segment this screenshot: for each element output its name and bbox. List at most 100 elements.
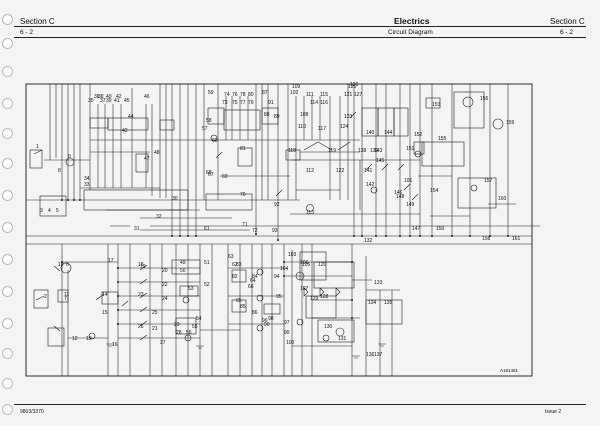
component-number: 43 [122,128,128,134]
component-number: 133 [374,280,383,286]
component-number: 130 [324,324,333,330]
component-number: 30 [172,196,178,202]
component-number: 120 [318,262,327,268]
component-number: 32 [156,214,162,220]
component-number: 27 [160,340,166,346]
component-number: 49 [180,260,186,266]
component-number: 35 [88,98,94,104]
component-number: 33 [84,182,90,188]
component-number: 39 [106,98,112,104]
component-number: 111 [306,92,314,98]
component-number: 117 [318,126,326,132]
component-number: 82 [232,274,238,280]
component-number: 75 [232,100,238,106]
component-number: 161 [512,236,521,242]
component-number: 72 [252,228,258,234]
component-number: 26 [138,324,144,330]
component-number: 131 [338,336,347,342]
component-number: 141 [364,168,373,174]
component-number: 107 [300,286,309,292]
component-number: 109 [292,84,301,90]
punch-hole [2,404,13,415]
footer-issue: Issue 2 [545,409,562,415]
component-number: 58 [206,118,212,124]
component-number: 81 [240,146,246,152]
component-number: 56 [186,330,192,336]
component-number: 21 [152,326,158,332]
footer-rule [14,404,586,405]
component-number: 13 [86,336,92,342]
component-number: 74 [224,92,230,98]
component-number: 69 [222,174,228,180]
component-number: 122 [336,168,345,174]
component-number: 123 [344,114,353,120]
component-number: 91 [268,100,274,106]
component-number: 48 [154,150,160,156]
component-number: 94 [274,274,280,280]
component-number: 90 [264,322,270,328]
component-number: 60 [212,138,218,144]
punch-hole [2,348,13,359]
component-number: 10 [58,262,64,268]
component-number: 24 [162,296,168,302]
component-number: 97 [284,320,290,326]
component-number: 88 [264,112,270,118]
component-number: 86 [252,310,258,316]
component-number: 51 [204,260,210,266]
component-number: 34 [84,176,90,182]
component-number: 67 [208,172,214,178]
footer-doc-number: 9803/3370 [20,409,44,415]
page-subtitle: Circuit Diagram [388,29,433,36]
component-number: 125 [348,84,357,90]
component-number: 80 [248,92,254,98]
component-number: 17 [108,258,114,264]
punch-hole [2,222,13,233]
component-number: 144 [384,130,393,136]
component-number: 101 [404,178,413,184]
component-number: 8 [58,168,61,174]
component-number: 38 [98,94,104,100]
header-rule-lower [14,37,586,38]
punch-hole [2,14,13,25]
component-number: 7 [64,296,67,302]
punch-hole [2,378,13,389]
component-number: 95 [276,294,282,300]
component-number: 28 [176,330,182,336]
component-number: 45 [124,98,130,104]
component-number: 85 [240,304,246,310]
punch-hole [2,66,13,77]
component-number: 113 [306,210,314,216]
component-number: 147 [412,226,421,232]
component-number: 31 [134,226,140,232]
component-number: 103 [288,252,297,258]
punch-hole [2,318,13,329]
component-number: 11 [64,292,69,298]
component-number: 22 [162,282,168,288]
component-number: 66 [248,284,254,290]
component-number: 98 [268,316,274,322]
component-number: 23 [138,292,144,298]
component-number: 25 [152,310,158,316]
component-number: 150 [436,226,445,232]
page-title: Electrics [394,16,430,26]
component-number: 148 [396,194,405,200]
component-number: 89 [274,114,280,120]
page-number-right: 6 - 2 [560,29,574,36]
component-number: 2 [44,294,47,300]
component-number: 143 [374,148,383,154]
component-number: 42 [116,94,122,100]
component-number: 126 [350,82,359,88]
component-number: 1 [36,144,39,150]
component-number: 139 [370,148,379,154]
punch-hole [2,158,13,169]
component-number: 19 [140,264,146,270]
component-number: 157 [484,178,493,184]
component-number: 77 [240,100,246,106]
component-number: 137 [374,352,383,358]
component-number: 124 [340,124,349,130]
component-number: 127 [354,92,363,98]
component-number: 61 [204,226,210,232]
component-number: 100 [286,340,295,346]
component-number: 79 [248,100,254,106]
